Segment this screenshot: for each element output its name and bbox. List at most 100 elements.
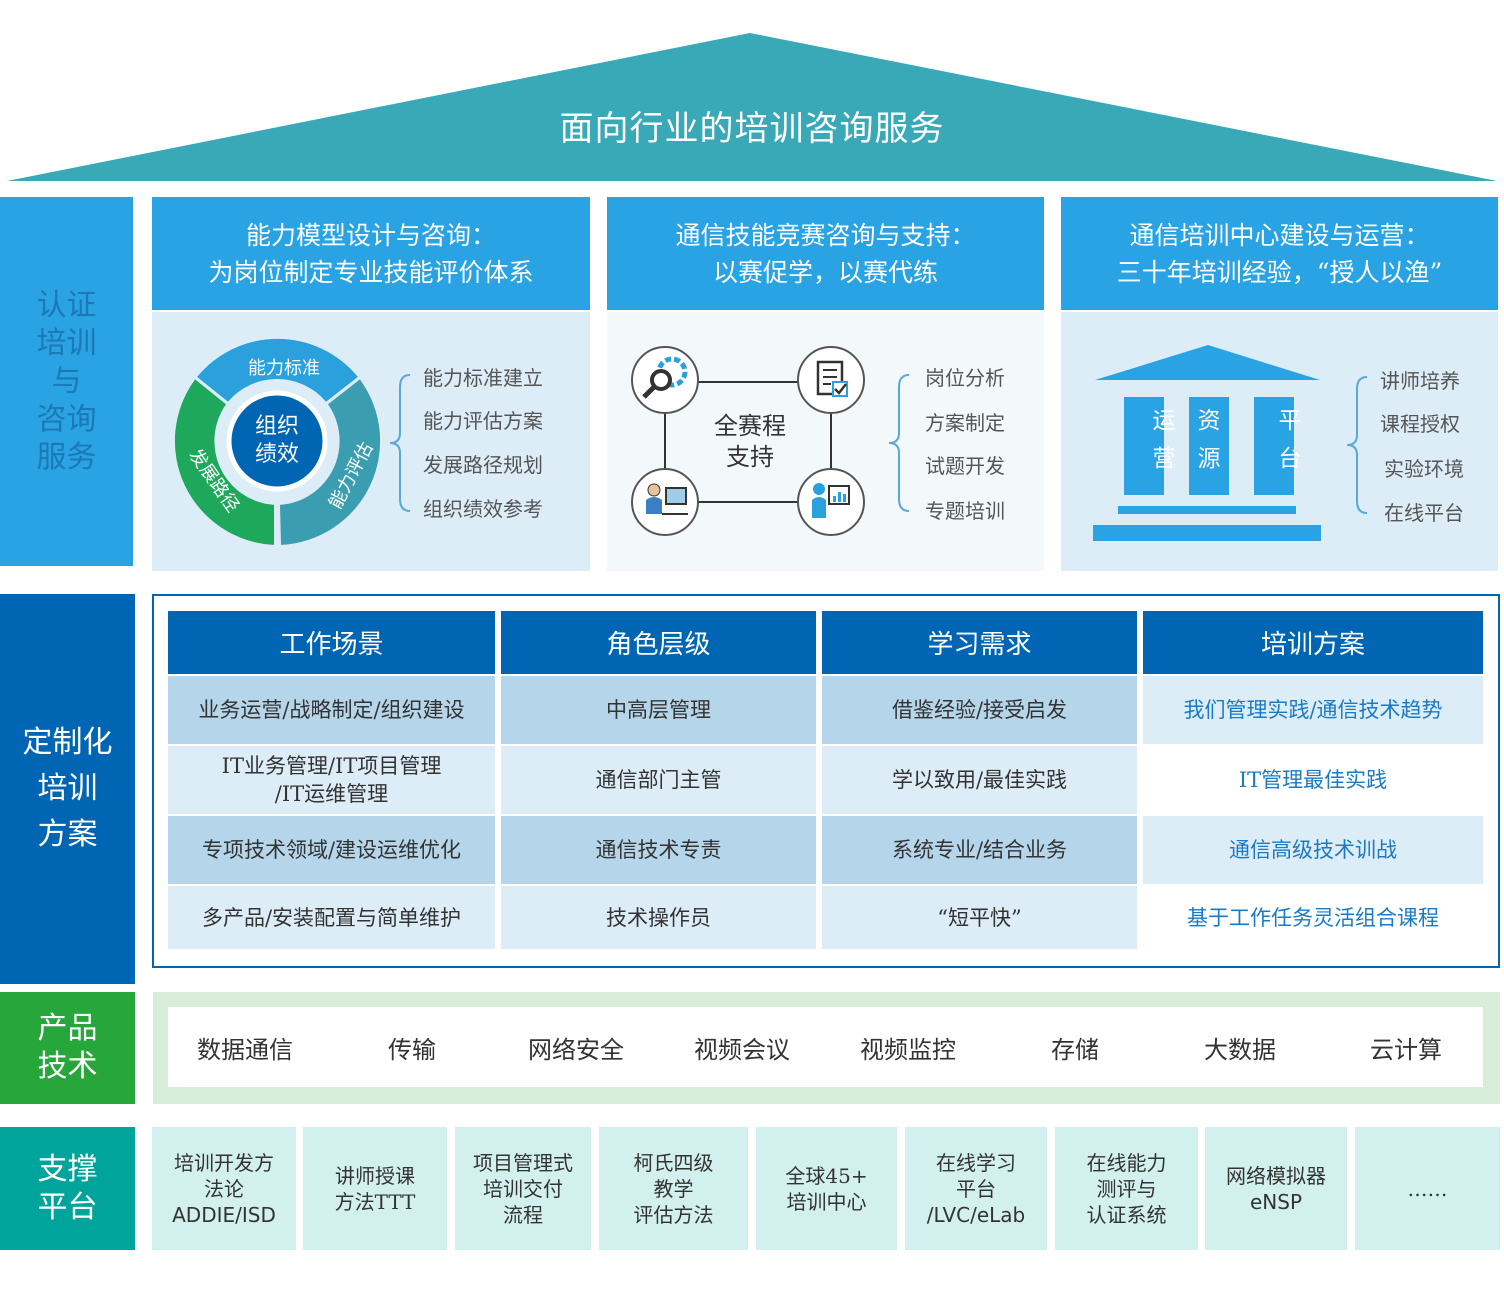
cycle-center-line: 组织 xyxy=(254,414,299,439)
panel-head-line: 通信技能竞赛咨询与支持： xyxy=(675,220,976,250)
side-line: 培训 xyxy=(36,325,97,361)
custom-header: 培训方案 xyxy=(1143,611,1483,674)
pillar-char: 资 xyxy=(1197,408,1221,434)
custom-cell: 学以致用/最佳实践 xyxy=(822,746,1137,814)
product-item: 数据通信 xyxy=(197,1035,293,1064)
side-line: 培训 xyxy=(37,771,98,806)
side-line: 定制化 xyxy=(22,725,113,760)
custom-cell: 多产品/安装配置与简单维护 xyxy=(168,886,495,949)
custom-cell: 通信高级技术训战 xyxy=(1143,816,1483,884)
bullet-item: 方案制定 xyxy=(925,411,1005,435)
side-line: 服务 xyxy=(36,439,97,475)
bullet-item: 能力评估方案 xyxy=(423,409,543,433)
pillar-char: 台 xyxy=(1278,446,1302,472)
support-item: 全球45+培训中心 xyxy=(756,1127,897,1250)
roof-title: 面向行业的培训咨询服务 xyxy=(559,108,945,149)
contest-center-line: 支持 xyxy=(726,443,774,471)
product-item: 存储 xyxy=(1051,1035,1099,1064)
side-label-product: 产品 技术 xyxy=(0,992,135,1104)
side-line: 产品 xyxy=(37,1011,98,1046)
side-line: 认证 xyxy=(36,287,97,323)
custom-header: 工作场景 xyxy=(168,611,495,674)
product-list xyxy=(168,1007,1483,1087)
presenter-icon xyxy=(812,483,850,518)
bullet-item: 发展路径规划 xyxy=(423,453,543,477)
panel-head-line: 能力模型设计与咨询： xyxy=(245,220,496,250)
side-label-consulting: 认证 培训 与 咨询 服务 xyxy=(0,197,133,566)
custom-cell: IT管理最佳实践 xyxy=(1143,746,1483,814)
panel-head-line: 三十年培训经验，“授人以渔” xyxy=(1116,257,1443,287)
custom-cell: 技术操作员 xyxy=(501,886,816,949)
pillar-resources: 资 源 xyxy=(1189,400,1229,480)
contest-center-line: 全赛程 xyxy=(714,412,786,440)
pillar-char: 营 xyxy=(1152,446,1176,472)
custom-header: 角色层级 xyxy=(501,611,816,674)
custom-cell: 专项技术领域/建设运维优化 xyxy=(168,816,495,884)
bullet-item: 专题培训 xyxy=(925,499,1005,523)
side-line: 平台 xyxy=(37,1189,98,1225)
custom-cell: 通信技术专责 xyxy=(501,816,816,884)
checklist-icon xyxy=(816,360,848,397)
custom-cell: 中高层管理 xyxy=(501,676,816,744)
support-item: …… xyxy=(1355,1127,1500,1250)
bracket-icon xyxy=(389,374,411,512)
support-item: 柯氏四级教学评估方法 xyxy=(599,1127,748,1250)
product-item: 大数据 xyxy=(1204,1035,1276,1064)
bullet-item: 能力标准建立 xyxy=(423,366,543,390)
side-line: 方案 xyxy=(37,817,98,852)
side-line: 支撑 xyxy=(37,1151,98,1187)
panel-center-head: 通信培训中心建设与运营： 三十年培训经验，“授人以渔” xyxy=(1061,197,1498,310)
custom-cell: 通信部门主管 xyxy=(501,746,816,814)
cycle-label-standard: 能力标准 xyxy=(248,358,320,379)
pillar-operations: 运 营 xyxy=(1124,400,1204,480)
bullet-item: 岗位分析 xyxy=(925,366,1005,390)
custom-cell: IT业务管理/IT项目管理/IT运维管理 xyxy=(168,746,495,814)
panel-head-line: 为岗位制定专业技能评价体系 xyxy=(208,257,534,287)
custom-cell: “短平快” xyxy=(822,886,1137,949)
bracket-icon xyxy=(1346,376,1368,514)
bracket-icon xyxy=(888,374,910,512)
bullet-item: 组织绩效参考 xyxy=(423,497,543,521)
panel-head-line: 以赛促学，以赛代练 xyxy=(712,257,938,287)
product-item: 视频监控 xyxy=(860,1035,956,1064)
competency-cycle-diagram xyxy=(174,338,381,545)
computer-user-icon xyxy=(646,483,688,515)
bullet-item: 实验环境 xyxy=(1384,457,1464,481)
bullet-item: 课程授权 xyxy=(1380,412,1460,436)
support-item: 在线能力测评与认证系统 xyxy=(1055,1127,1198,1250)
side-line: 咨询 xyxy=(36,401,97,437)
pillar-char: 运 xyxy=(1152,408,1176,434)
cycle-center-label: 组织 绩效 xyxy=(237,401,317,481)
custom-cell: 系统专业/结合业务 xyxy=(822,816,1137,884)
pillar-char: 平 xyxy=(1278,408,1302,434)
panel-competency-head: 能力模型设计与咨询： 为岗位制定专业技能评价体系 xyxy=(152,197,590,310)
support-item: 在线学习平台/LVC/eLab xyxy=(905,1127,1047,1250)
bullet-item: 在线平台 xyxy=(1384,501,1464,525)
side-label-custom: 定制化 培训 方案 xyxy=(0,594,135,984)
side-label-support: 支撑 平台 xyxy=(0,1127,135,1250)
support-item: 项目管理式培训交付流程 xyxy=(455,1127,591,1250)
custom-cell: 基于工作任务灵活组合课程 xyxy=(1143,886,1483,949)
custom-header: 学习需求 xyxy=(822,611,1137,674)
pillar-char: 源 xyxy=(1197,446,1221,472)
product-item: 网络安全 xyxy=(528,1035,624,1064)
building-icon xyxy=(1093,345,1321,541)
contest-center-label: 全赛程 支持 xyxy=(690,405,810,479)
custom-cell: 我们管理实践/通信技术趋势 xyxy=(1143,676,1483,744)
product-item: 云计算 xyxy=(1370,1035,1442,1064)
product-item: 视频会议 xyxy=(694,1035,790,1064)
custom-cell: 借鉴经验/接受启发 xyxy=(822,676,1137,744)
panel-contest-head: 通信技能竞赛咨询与支持： 以赛促学，以赛代练 xyxy=(607,197,1044,310)
panel-head-line: 通信培训中心建设与运营： xyxy=(1129,220,1430,250)
gear-search-icon xyxy=(642,356,688,399)
support-item: 讲师授课方法TTT xyxy=(303,1127,447,1250)
pillar-platform: 平 台 xyxy=(1270,400,1310,480)
contest-support-diagram xyxy=(631,346,865,536)
roof-triangle xyxy=(7,33,1497,181)
bullet-item: 讲师培养 xyxy=(1380,369,1460,393)
cycle-center-line: 绩效 xyxy=(254,442,299,467)
side-line: 技术 xyxy=(37,1049,98,1084)
product-item: 传输 xyxy=(388,1035,436,1064)
